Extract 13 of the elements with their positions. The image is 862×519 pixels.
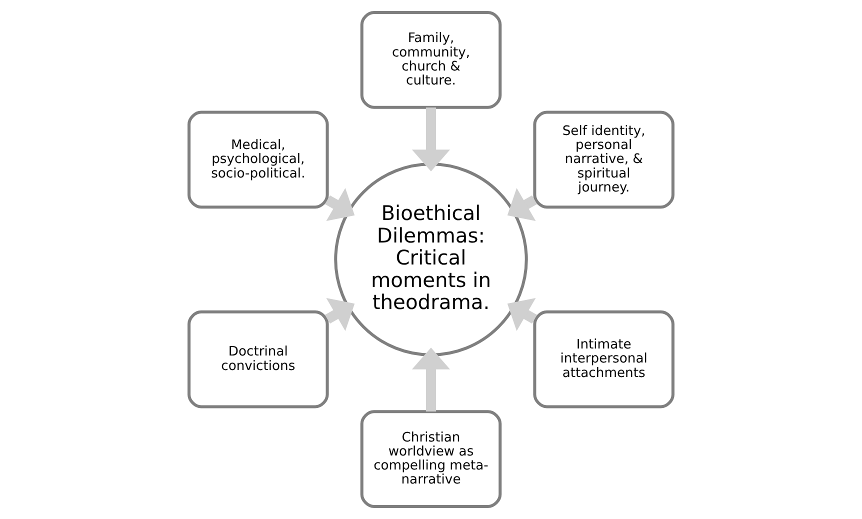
node-box: Medical, psychological, socio-political.	[188, 110, 329, 209]
node-box: Doctrinal convictions	[188, 310, 329, 408]
node-box: Intimate interpersonal attachments	[533, 310, 674, 408]
node-box: Self identity, personal narrative, & spiritual journey.	[533, 110, 674, 209]
node-box: Family, community, church & culture.	[360, 10, 502, 109]
arrow	[507, 298, 538, 331]
arrow	[507, 188, 538, 222]
arrow	[324, 298, 355, 331]
node-circle: Bioethical Dilemmas: Critical moments in theodrama.	[334, 162, 528, 356]
arrow	[412, 107, 450, 172]
arrow	[412, 348, 450, 412]
arrow	[324, 188, 355, 222]
node-box: Christian worldview as compelling meta-narrative	[360, 410, 502, 508]
